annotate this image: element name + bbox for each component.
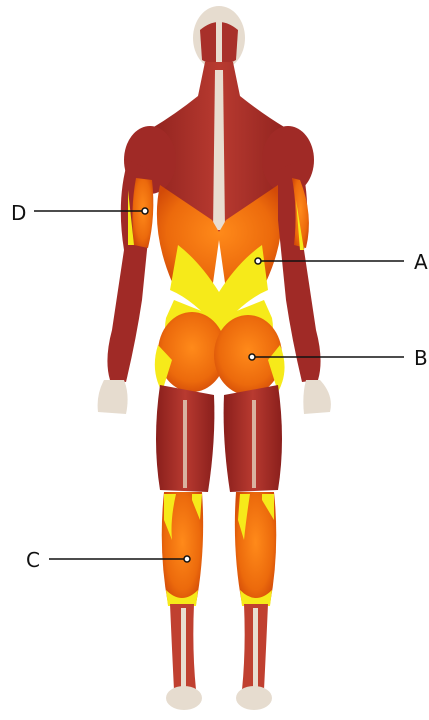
label-c: C bbox=[26, 550, 40, 570]
label-a: A bbox=[414, 252, 428, 272]
head bbox=[193, 6, 245, 70]
right-arm bbox=[278, 160, 331, 414]
lower-legs bbox=[166, 604, 272, 710]
label-d: D bbox=[11, 203, 26, 223]
calves bbox=[162, 492, 277, 606]
leader-line-a bbox=[255, 258, 404, 264]
left-arm bbox=[98, 160, 154, 414]
label-b: B bbox=[414, 348, 428, 368]
thighs bbox=[156, 385, 282, 492]
